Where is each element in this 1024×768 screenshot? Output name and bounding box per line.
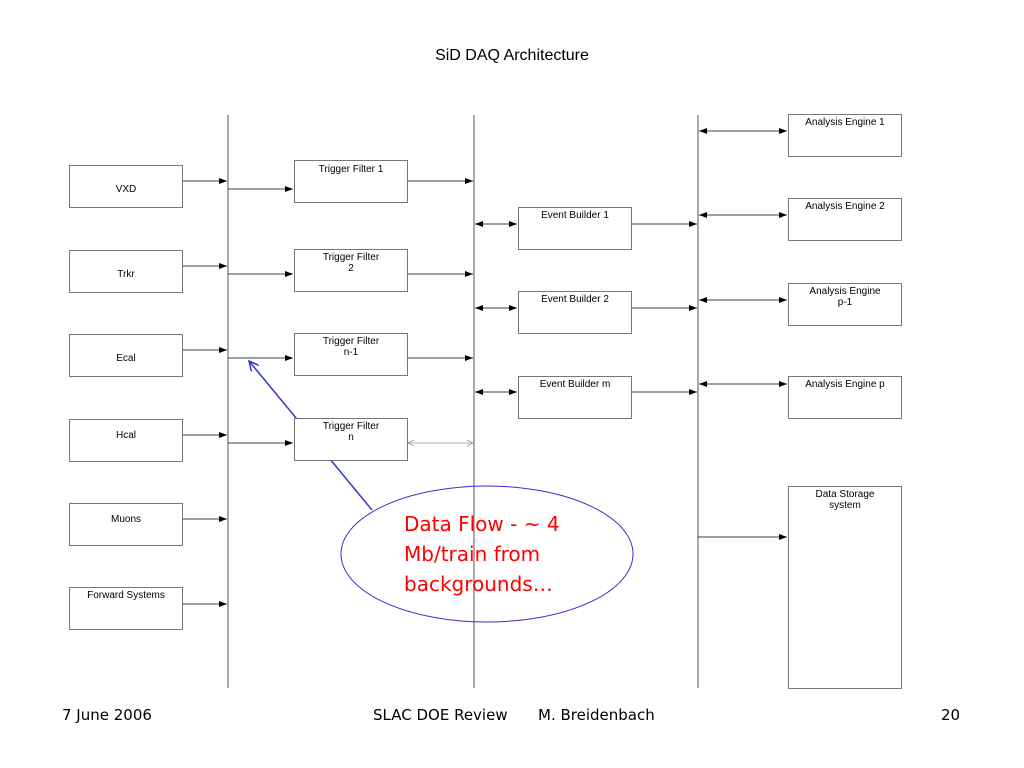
slide-title: SiD DAQ Architecture [435,47,589,64]
footer-page-number: 20 [941,706,961,724]
event-builder-m-label: Event Builder m [539,379,611,390]
analysis-engine-1: Analysis Engine 1 [788,114,902,157]
footer-author: M. Breidenbach [538,706,655,724]
event-builder-1-label: Event Builder 1 [541,210,609,221]
analysis-engine-2: Analysis Engine 2 [788,198,902,241]
detector-trkr-label: Trkr [117,269,135,280]
detector-forward-systems: Forward Systems [69,587,183,630]
detector-vxd: VXD [69,165,183,208]
event-builder-1: Event Builder 1 [518,207,632,250]
footer-date: 7 June 2006 [62,706,152,724]
detector-hcal: Hcal [69,419,183,462]
analysis-engine-1-label: Analysis Engine 1 [805,117,885,128]
detector-trkr: Trkr [69,250,183,293]
trigger-filter-2-label: Trigger Filter 2 [322,252,380,274]
trigger-filter-n-1: Trigger Filter n-1 [294,333,408,376]
detector-hcal-label: Hcal [115,430,136,441]
detector-forward-label: Forward Systems [87,590,165,601]
analysis-engine-2-label: Analysis Engine 2 [805,201,885,212]
detector-vxd-label: VXD [115,184,137,195]
event-builder-m: Event Builder m [518,376,632,419]
trigger-filter-1: Trigger Filter 1 [294,160,408,203]
detector-muons: Muons [69,503,183,546]
analysis-engine-p-1-label: Analysis Engine p-1 [809,286,881,308]
detector-ecal: Ecal [69,334,183,377]
detector-muons-label: Muons [110,514,141,525]
trigger-filter-n-label: Trigger Filter n [322,421,380,443]
trigger-filter-1-label: Trigger Filter 1 [318,164,384,175]
footer-event: SLAC DOE Review [373,706,508,724]
data-storage-label: Data Storage system [815,489,875,511]
callout-ellipse [340,485,634,623]
trigger-filter-n-1-label: Trigger Filter n-1 [322,336,380,358]
event-builder-2-label: Event Builder 2 [541,294,609,305]
analysis-engine-p-label: Analysis Engine p [805,379,885,390]
trigger-filter-2: Trigger Filter 2 [294,249,408,292]
analysis-engine-p-1: Analysis Engine p-1 [788,283,902,326]
analysis-engine-p: Analysis Engine p [788,376,902,419]
data-storage-system: Data Storage system [788,486,902,689]
data-flow-callout: Data Flow - ~ 4 Mb/train from background… [404,512,560,596]
trigger-filter-n: Trigger Filter n [294,418,408,461]
detector-ecal-label: Ecal [116,353,136,364]
event-builder-2: Event Builder 2 [518,291,632,334]
